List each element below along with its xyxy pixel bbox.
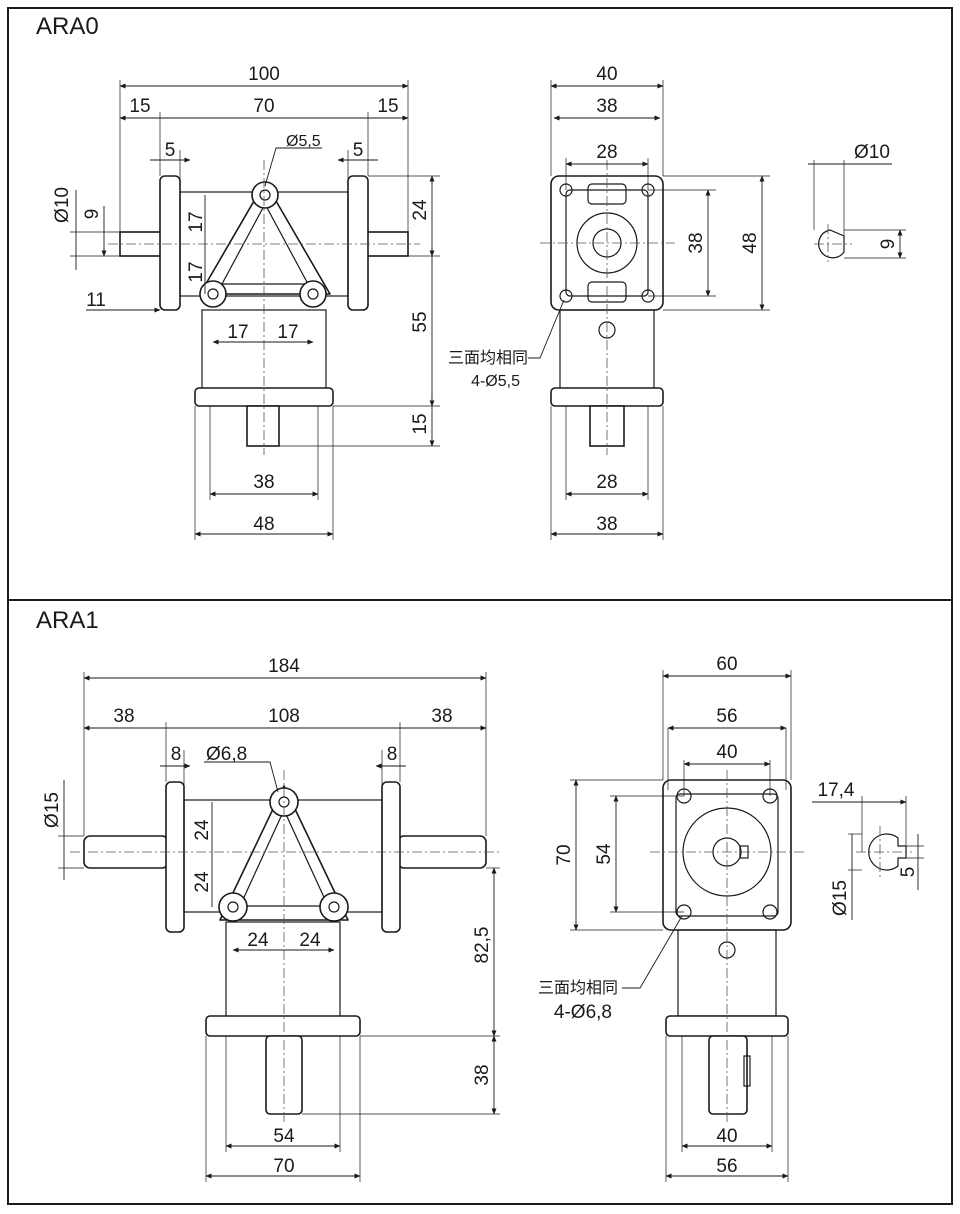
ara0-side-view: 40 38 28 38 48 三面均相同 4-Ø5,5 28 38 [448,64,770,540]
ara0-dim-flange-right: 5 [353,140,364,161]
ara0-hole-top [251,181,279,209]
ara1-side-dim-overall: 60 [716,654,737,675]
ara0-side-dim-slot: 28 [596,142,617,163]
ara1-section-dim-dia: Ø15 [830,880,851,916]
ara0-side-dim-inner: 38 [596,96,617,117]
ara1-section-dim-key: 5 [898,867,919,878]
ara0-side-dim-overall: 40 [596,64,617,85]
ara1-side-dim-base-inner: 40 [716,1126,737,1147]
ara1-dim-bottom-shaft: 38 [472,1064,493,1085]
ara1-dim-overall-width: 184 [268,656,300,677]
section-title-ara1: ARA1 [36,607,99,634]
ara1-dim-base-outer: 70 [273,1156,294,1177]
ara1-dim-pitch-h2: 24 [299,930,321,951]
ara1-dim-left-shaft: 38 [113,706,134,727]
ara1-shaft-section: 17,4 Ø15 5 [812,780,924,920]
ara0-dim-bottom-shaft: 15 [410,413,431,434]
ara0-section-dim-dia: Ø10 [854,142,890,163]
ara0-left-flange [159,175,181,311]
ara0-dim-hole: Ø5,5 [286,133,321,150]
ara1-hole-right [319,892,349,922]
ara1-side-view: 60 56 40 70 54 三面均相同 4-Ø6,8 40 56 [538,654,804,1182]
ara1-hole-left [218,892,248,922]
ara0-hole-left-inner [207,288,219,300]
ara1-dim-pitch-h1: 24 [247,930,269,951]
ara1-right-flange [381,781,401,933]
ara0-dim-pitch-h2: 17 [277,322,298,343]
ara0-side-dim-base-inner: 28 [596,472,617,493]
ara0-dim-right-height: 24 [410,199,431,221]
ara1-note-line2: 4-Ø6,8 [554,1002,612,1023]
ara1-dim-height: 82,5 [472,927,493,964]
ara0-triangle [199,181,331,295]
ara0-dim-overall-width: 100 [248,64,280,85]
ara1-dim-shaft-dia: Ø15 [42,792,63,828]
ara0-dim-body-width: 70 [253,96,274,117]
ara0-shaft-section: Ø10 9 [808,142,906,262]
section-frame-ara1 [7,599,953,1205]
ara1-side-shaft [708,1035,748,1115]
ara1-dim-pitch-v1: 24 [192,819,213,841]
ara1-dim-flange-left: 8 [171,744,182,765]
ara0-dim-flange-left: 5 [165,140,176,161]
ara0-dim-base-outer: 48 [253,514,274,535]
ara1-dim-hole: Ø6,8 [206,744,247,765]
ara0-note-line2: 4-Ø5,5 [471,373,520,390]
ara1-dim-pitch-v2: 24 [192,871,213,893]
ara0-dim-key: 9 [82,209,103,220]
ara1-section-dim-key-depth: 17,4 [818,780,855,801]
ara0-front-view: 100 15 70 15 5 5 Ø5,5 Ø10 9 11 24 17 [52,64,440,540]
ara0-dim-left-shaft: 15 [129,96,150,117]
ara1-neck [225,921,341,1019]
ara1-dim-body-width: 108 [268,706,300,727]
ara1-side-dim-base-outer: 56 [716,1156,737,1177]
ara0-dim-shaft-dia: Ø10 [52,187,73,223]
ara0-note-line1: 三面均相同 [448,348,528,367]
ara0-dim-pitch-h1: 17 [227,322,248,343]
ara0-hole-left [199,280,227,308]
ara0-dim-height: 55 [410,311,431,332]
ara1-left-flange [165,781,185,933]
ara0-dim-right-shaft: 15 [377,96,398,117]
ara0-side-dim-height: 48 [740,232,761,253]
ara1-side-dim-height: 70 [554,844,575,865]
ara1-side-dim-hole-pitch: 54 [594,843,615,865]
ara0-section-dim-key: 9 [878,239,899,250]
ara0-side-dim-hole-pitch: 38 [686,232,707,253]
ara1-base-flange [205,1015,361,1037]
ara1-note-line1: 三面均相同 [538,978,618,997]
section-title-ara0: ARA0 [36,13,99,40]
ara0-dim-shaft-offset: 11 [86,290,106,311]
ara1-side-dim-slot: 40 [716,742,737,763]
ara1-side-dim-inner: 56 [716,706,737,727]
ara0-side-dim-base-outer: 38 [596,514,617,535]
ara0-hole-top-inner [259,189,271,201]
ara0-bottom-shaft [246,405,280,447]
ara1-front-view: 184 38 108 38 8 8 Ø6,8 Ø15 24 24 24 24 [42,656,500,1182]
ara0-right-flange [347,175,369,311]
ara0-hole-right-inner [307,288,319,300]
ara1-dim-flange-right: 8 [387,744,398,765]
ara1-dim-right-shaft: 38 [431,706,452,727]
ara0-hole-right [299,280,327,308]
ara0-dim-pitch-v1: 17 [186,211,207,232]
ara1-dim-base-inner: 54 [273,1126,295,1147]
ara0-dim-base-inner: 38 [253,472,274,493]
ara0-dim-pitch-v2: 17 [186,261,207,282]
